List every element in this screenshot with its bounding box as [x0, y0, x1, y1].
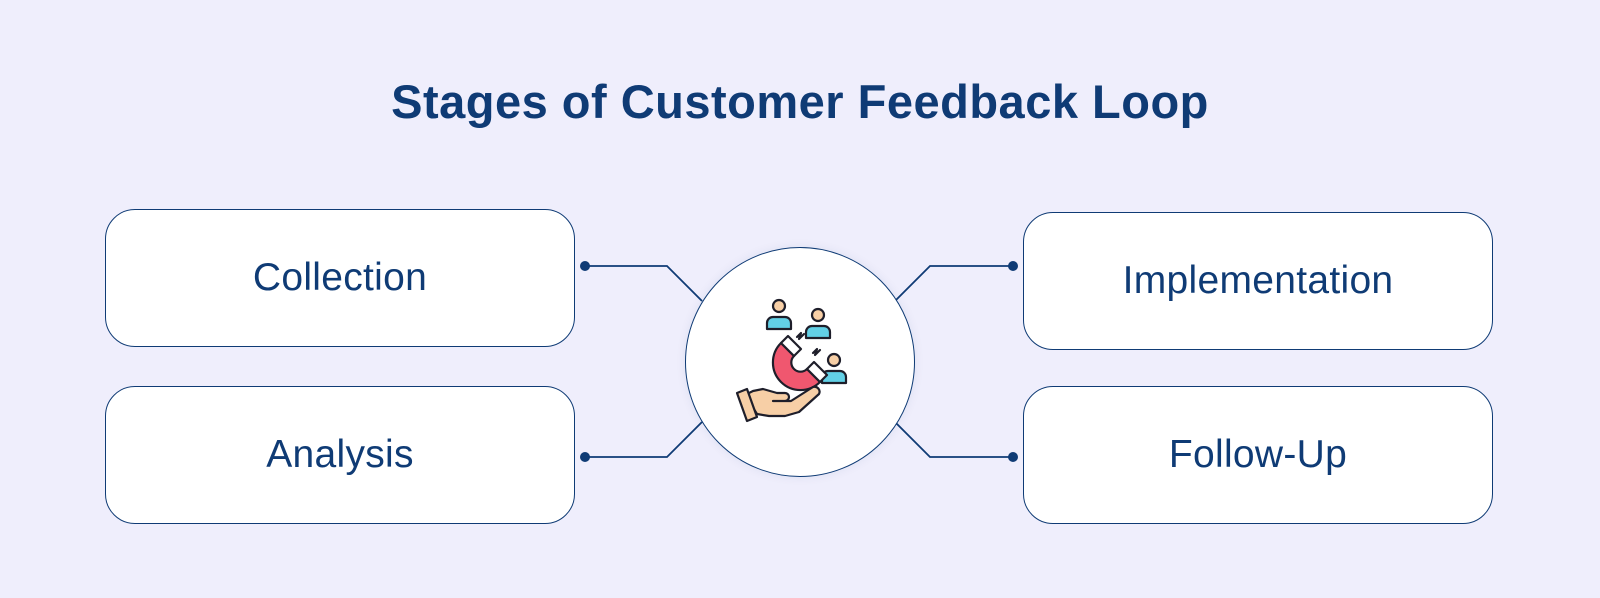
person-icon — [820, 352, 848, 385]
customer-magnet-icon — [735, 298, 848, 423]
stage-analysis-label: Analysis — [266, 433, 414, 476]
connector-collection — [585, 265, 703, 302]
connector-analysis — [585, 421, 703, 458]
connector-follow-up — [894, 421, 1013, 458]
stage-follow-up-box: Follow-Up — [1023, 386, 1493, 524]
stage-collection-label: Collection — [252, 256, 428, 299]
center-hub — [685, 247, 915, 477]
person-icon — [804, 307, 832, 340]
connector-dot-implementation — [1008, 261, 1018, 271]
stage-collection-box: Collection — [105, 209, 575, 347]
stage-implementation-label: Implementation — [1122, 259, 1394, 302]
stage-implementation-box: Implementation — [1023, 212, 1493, 350]
connector-dot-analysis — [580, 452, 590, 462]
connector-implementation — [894, 265, 1013, 302]
hand-icon — [735, 385, 821, 423]
stage-analysis-box: Analysis — [105, 386, 575, 524]
connector-dot-follow-up — [1008, 452, 1018, 462]
person-icon — [765, 298, 793, 331]
stage-follow-up-label: Follow-Up — [1168, 433, 1348, 476]
diagram-title: Stages of Customer Feedback Loop — [391, 75, 1209, 128]
connector-dot-collection — [580, 261, 590, 271]
magnet-icon — [771, 334, 829, 392]
